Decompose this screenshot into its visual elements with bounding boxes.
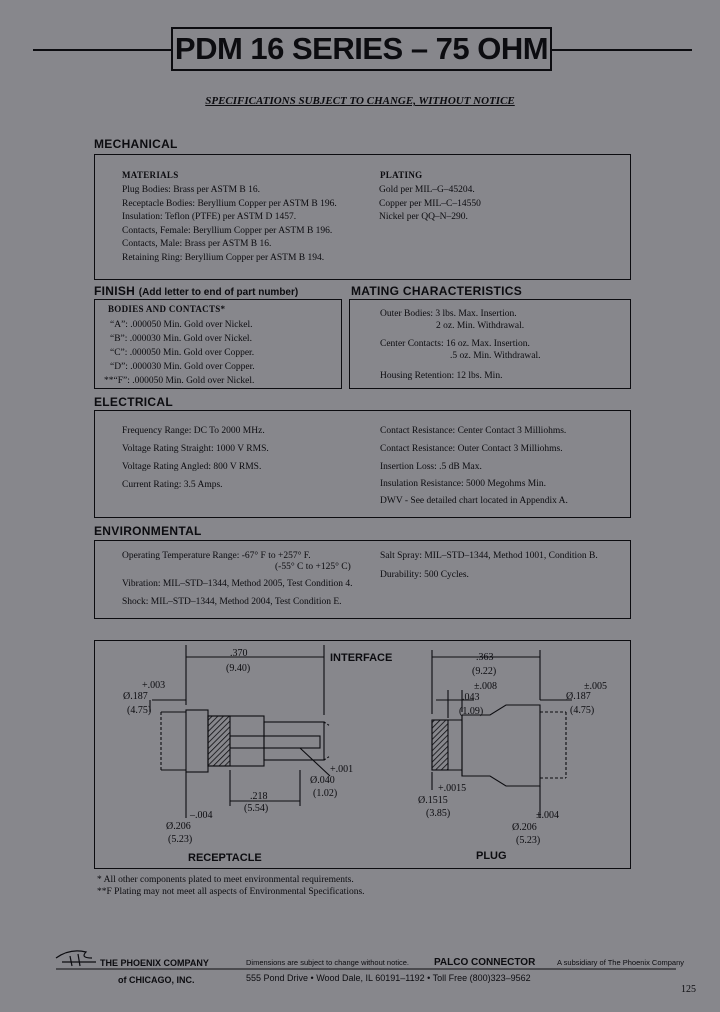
environmental-heading: ENVIRONMENTAL bbox=[94, 524, 202, 538]
list-item: Receptacle Bodies: Beryllium Copper per … bbox=[122, 198, 337, 209]
footer-subsidiary: A subsidiary of The Phoenix Company bbox=[557, 958, 685, 967]
plug-length-mm: (9.22) bbox=[472, 666, 497, 677]
finish-list: “A”: .000050 Min. Gold over Nickel. “B”:… bbox=[104, 318, 255, 388]
materials-list: Plug Bodies: Brass per ASTM B 16. Recept… bbox=[122, 184, 337, 265]
finish-box bbox=[94, 299, 342, 389]
list-item: “C”: .000050 Min. Gold over Copper. bbox=[110, 348, 255, 358]
company-line-1: THE PHOENIX COMPANY bbox=[100, 958, 209, 968]
plug-tol-008: ±.008 bbox=[474, 681, 497, 692]
receptacle-tol-001: +.001 bbox=[330, 764, 354, 775]
notice-text: SPECIFICATIONS SUBJECT TO CHANGE, WITHOU… bbox=[205, 95, 515, 107]
receptacle-drawing bbox=[149, 645, 331, 818]
receptacle-length-in: .370 bbox=[230, 648, 248, 659]
receptacle-label: RECEPTACLE bbox=[188, 852, 262, 864]
plug-drawing bbox=[431, 650, 572, 818]
mating-item-center-insertion: Center Contacts: 16 oz. Max. Insertion. bbox=[380, 339, 530, 349]
mating-box bbox=[349, 299, 631, 389]
plug-dia1515-mm: (3.85) bbox=[426, 808, 451, 819]
receptacle-tol-003: +.003 bbox=[142, 680, 166, 691]
receptacle-dia187-in: Ø.187 bbox=[123, 691, 148, 702]
environmental-right-1: Durability: 500 Cycles. bbox=[380, 570, 469, 580]
list-item: **“F”: .000050 Min. Gold over Nickel. bbox=[104, 376, 255, 386]
drawing-box bbox=[94, 640, 631, 869]
footer-address: 555 Pond Drive • Wood Dale, IL 60191–119… bbox=[246, 973, 531, 983]
receptacle-depth-in: .218 bbox=[250, 791, 268, 802]
header-rule-left bbox=[33, 49, 171, 51]
mechanical-heading: MECHANICAL bbox=[94, 137, 178, 151]
receptacle-tol-004: –.004 bbox=[190, 810, 213, 821]
electrical-right-0: Contact Resistance: Center Contact 3 Mil… bbox=[380, 426, 567, 436]
plating-heading: PLATING bbox=[380, 170, 423, 180]
list-item: Insulation: Teflon (PTFE) per ASTM D 145… bbox=[122, 212, 297, 222]
list-item: “D”: .000030 Min. Gold over Copper. bbox=[110, 362, 255, 372]
electrical-right-2: Insertion Loss: .5 dB Max. bbox=[380, 462, 482, 472]
electrical-left-0: Frequency Range: DC To 2000 MHz. bbox=[122, 426, 265, 436]
environmental-left-0: Operating Temperature Range: -67° F to +… bbox=[122, 551, 311, 561]
list-item: Contacts, Male: Brass per ASTM B 16. bbox=[122, 239, 272, 249]
receptacle-dia206-mm: (5.23) bbox=[168, 834, 193, 845]
finish-heading-note: (Add letter to end of part number) bbox=[138, 287, 299, 298]
list-item: Retaining Ring: Beryllium Copper per AST… bbox=[122, 252, 325, 263]
company-line-2: of CHICAGO, INC. bbox=[118, 975, 195, 985]
materials-heading: MATERIALS bbox=[122, 170, 179, 180]
receptacle-depth-mm: (5.54) bbox=[244, 803, 269, 814]
environmental-left-1: (-55° C to +125° C) bbox=[275, 562, 351, 572]
note-1: * All other components plated to meet en… bbox=[97, 875, 354, 885]
list-item: Gold per MIL–G–45204. bbox=[379, 185, 475, 195]
plug-dia206-mm: (5.23) bbox=[516, 835, 541, 846]
plug-tip-in: .043 bbox=[462, 692, 480, 703]
receptacle-dia187-mm: (4.75) bbox=[127, 705, 152, 716]
receptacle-dia040-in: Ø.040 bbox=[310, 775, 335, 786]
list-item: Nickel per QQ–N–290. bbox=[379, 212, 468, 222]
environmental-box bbox=[94, 540, 631, 619]
footer-brand: PALCO CONNECTOR bbox=[434, 957, 536, 968]
electrical-box bbox=[94, 410, 631, 518]
electrical-left-3: Current Rating: 3.5 Amps. bbox=[122, 480, 223, 490]
plug-dia187-in: Ø.187 bbox=[566, 691, 591, 702]
environmental-left-2: Vibration: MIL–STD–1344, Method 2005, Te… bbox=[122, 579, 353, 589]
plug-dia206-in: Ø.206 bbox=[512, 822, 537, 833]
plug-length-in: .363 bbox=[476, 652, 494, 663]
plug-dia187-mm: (4.75) bbox=[570, 705, 595, 716]
electrical-heading: ELECTRICAL bbox=[94, 395, 173, 409]
electrical-right-4: DWV - See detailed chart located in Appe… bbox=[380, 496, 568, 506]
mechanical-box bbox=[94, 154, 631, 280]
receptacle-dia206-in: Ø.206 bbox=[166, 821, 191, 832]
environmental-right-0: Salt Spray: MIL–STD–1344, Method 1001, C… bbox=[380, 551, 598, 561]
list-item: “B”: .000030 Min. Gold over Nickel. bbox=[110, 334, 252, 344]
plug-label: PLUG bbox=[476, 850, 507, 862]
plug-tip-mm: (1.09) bbox=[459, 706, 484, 717]
finish-heading-text: FINISH bbox=[94, 284, 136, 298]
mating-item-housing: Housing Retention: 12 lbs. Min. bbox=[380, 371, 503, 381]
list-item: “A”: .000050 Min. Gold over Nickel. bbox=[110, 320, 253, 330]
mating-item-center-withdrawal: .5 oz. Min. Withdrawal. bbox=[450, 351, 541, 361]
mating-heading: MATING CHARACTERISTICS bbox=[351, 284, 523, 298]
header-rule-right bbox=[552, 49, 692, 51]
mating-item-outer-insertion: Outer Bodies: 3 lbs. Max. Insertion. bbox=[380, 309, 517, 319]
list-item: Copper per MIL–C–14550 bbox=[379, 198, 481, 209]
receptacle-length-mm: (9.40) bbox=[226, 663, 251, 674]
plating-list: Gold per MIL–G–45204. Copper per MIL–C–1… bbox=[379, 184, 481, 225]
plug-tol-0015: +.0015 bbox=[438, 783, 467, 794]
mating-item-outer-withdrawal: 2 oz. Min. Withdrawal. bbox=[436, 321, 525, 331]
electrical-left-2: Voltage Rating Angled: 800 V RMS. bbox=[122, 462, 262, 472]
electrical-left-1: Voltage Rating Straight: 1000 V RMS. bbox=[122, 444, 269, 454]
footer-disclaimer: Dimensions are subject to change without… bbox=[246, 958, 410, 967]
note-2: **F Plating may not meet all aspects of … bbox=[97, 887, 365, 897]
plug-tol-005: ±.005 bbox=[584, 681, 607, 692]
interface-label: INTERFACE bbox=[330, 652, 393, 664]
finish-heading: FINISH (Add letter to end of part number… bbox=[94, 284, 298, 298]
page-title: PDM 16 SERIES – 75 OHM bbox=[171, 27, 552, 71]
plug-dia1515-in: Ø.1515 bbox=[418, 795, 448, 806]
electrical-right-1: Contact Resistance: Outer Contact 3 Mill… bbox=[380, 444, 563, 454]
electrical-right-3: Insulation Resistance: 5000 Megohms Min. bbox=[380, 479, 546, 489]
list-item: Contacts, Female: Beryllium Copper per A… bbox=[122, 225, 333, 236]
plug-tol-004: ±.004 bbox=[536, 810, 559, 821]
receptacle-dia040-mm: (1.02) bbox=[313, 788, 338, 799]
page-number: 125 bbox=[681, 984, 696, 995]
environmental-left-3: Shock: MIL–STD–1344, Method 2004, Test C… bbox=[122, 597, 342, 607]
finish-sub-heading: BODIES AND CONTACTS* bbox=[108, 304, 226, 314]
list-item: Plug Bodies: Brass per ASTM B 16. bbox=[122, 185, 261, 195]
